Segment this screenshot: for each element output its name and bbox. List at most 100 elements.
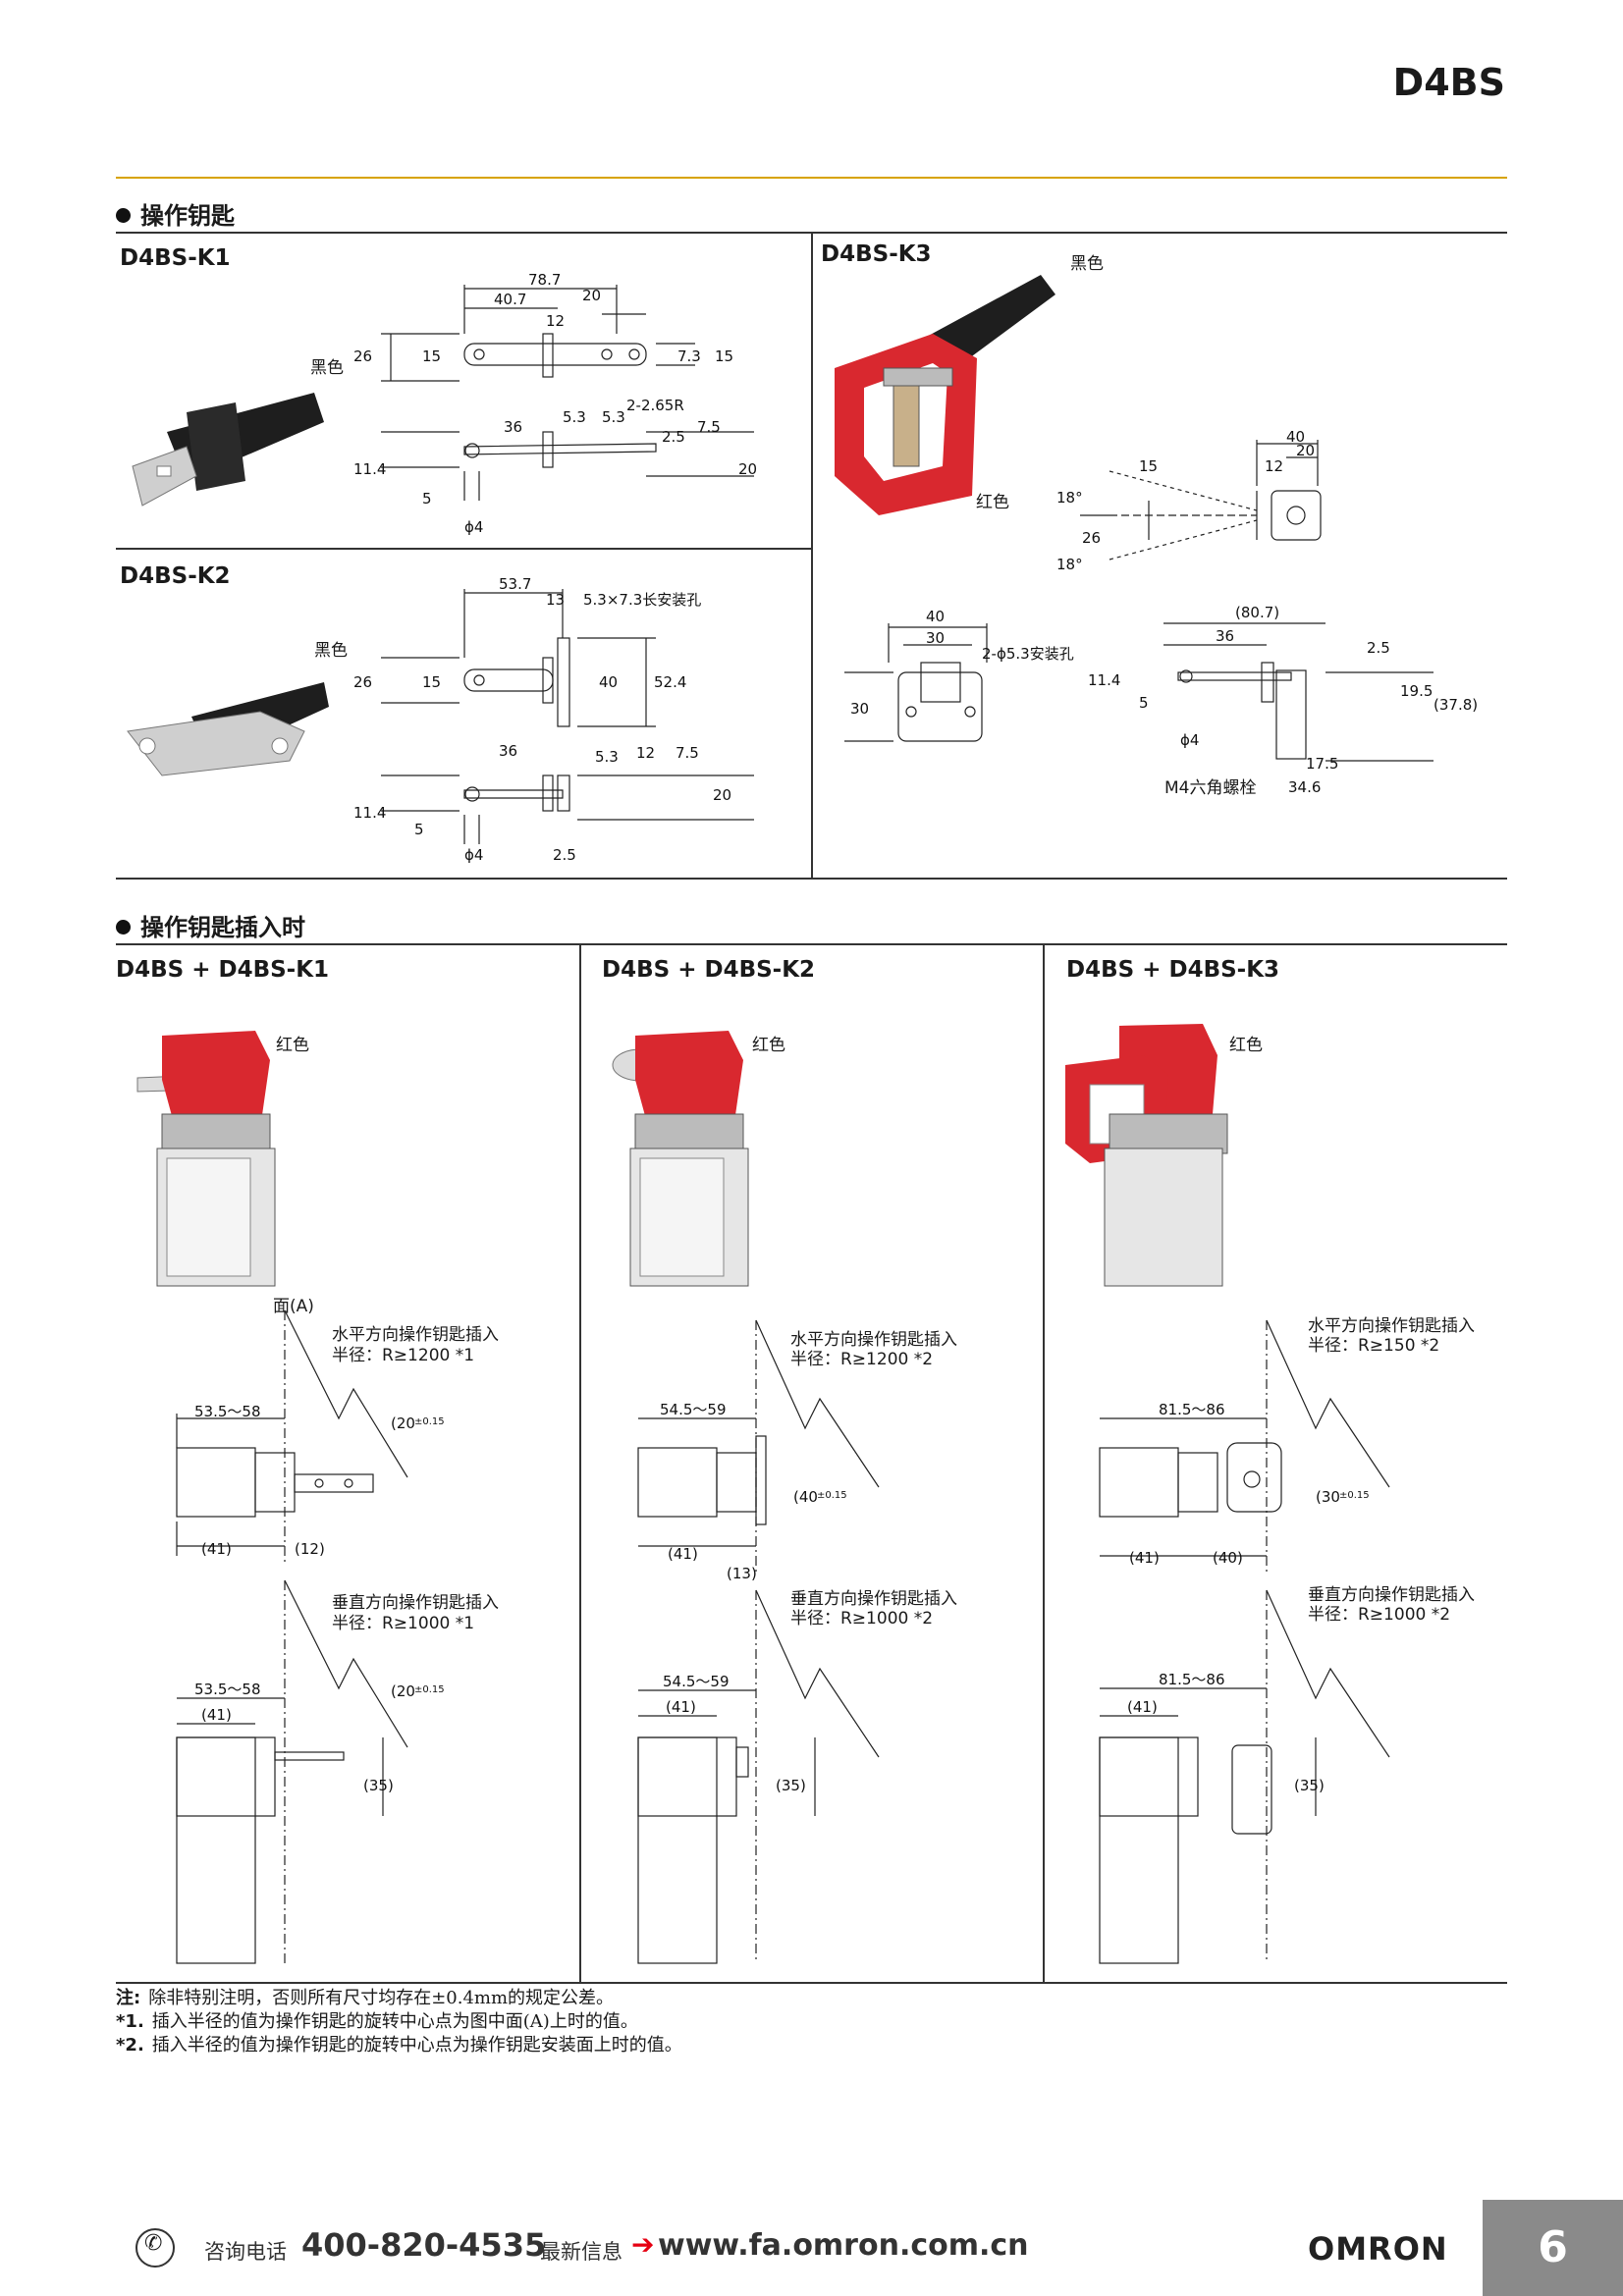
svg-text:ϕ4: ϕ4 bbox=[1180, 731, 1199, 749]
svg-text:11.4: 11.4 bbox=[1088, 671, 1120, 689]
svg-text:17.5: 17.5 bbox=[1306, 755, 1338, 773]
svg-text:20: 20 bbox=[1296, 442, 1315, 459]
col1-v-radius: 半径：R≥1000 *1 bbox=[332, 1614, 475, 1633]
k3-bolt-label: M4六角螺栓 bbox=[1164, 778, 1257, 798]
col2-h-drawing: 54.5～59 (40 ±0.15 (41) (13) bbox=[637, 1319, 880, 1582]
svg-text:7.5: 7.5 bbox=[697, 418, 721, 436]
svg-text:36: 36 bbox=[1216, 627, 1234, 645]
col1-color-label: 红色 bbox=[276, 1036, 309, 1055]
column-divider bbox=[1043, 943, 1045, 1982]
svg-text:7.3: 7.3 bbox=[677, 347, 701, 365]
svg-text:2-ϕ5.3安装孔: 2-ϕ5.3安装孔 bbox=[982, 645, 1074, 663]
col3-h-drawing: 81.5～86 (30 ±0.15 (41) (40) bbox=[1099, 1319, 1390, 1575]
col2-v-radius: 半径：R≥1000 *2 bbox=[790, 1609, 934, 1629]
svg-text:18°: 18° bbox=[1056, 556, 1083, 573]
svg-text:ϕ4: ϕ4 bbox=[464, 846, 483, 864]
arrow-right-icon: ➔ bbox=[631, 2228, 655, 2261]
col1-h-title: 水平方向操作钥匙插入 bbox=[332, 1325, 499, 1345]
k2-photo bbox=[127, 682, 329, 776]
svg-text:15: 15 bbox=[715, 347, 733, 365]
svg-text:(41): (41) bbox=[201, 1706, 232, 1724]
svg-text:15: 15 bbox=[422, 347, 441, 365]
footer-url-link[interactable]: www.fa.omron.com.cn bbox=[658, 2228, 1029, 2263]
svg-text:52.4: 52.4 bbox=[654, 673, 686, 691]
svg-text:54.5～59: 54.5～59 bbox=[663, 1673, 730, 1690]
section-heading-inserted: 操作钥匙插入时 bbox=[116, 908, 305, 942]
k3-color-label-black: 黑色 bbox=[1070, 254, 1104, 274]
k1-title: D4BS-K1 bbox=[120, 245, 231, 271]
svg-text:11.4: 11.4 bbox=[353, 804, 386, 822]
col2-h-title: 水平方向操作钥匙插入 bbox=[790, 1330, 957, 1350]
col3-switch-photo bbox=[1065, 1024, 1228, 1287]
k1-drawing: 78.7 40.7 20 12 26 15 7.3 15 5.3 5.3 2-2… bbox=[353, 271, 757, 536]
col1-v-drawing: 53.5～58 (41) (20 ±0.15 (35) bbox=[176, 1579, 445, 1964]
svg-text:5.3: 5.3 bbox=[595, 748, 619, 766]
k3-bottom-drawing: 40 30 2-ϕ5.3安装孔 30 (80.7) 36 2.5 11.4 5 … bbox=[844, 604, 1478, 796]
note-general: 注:除非特别注明，否则所有尺寸均存在±0.4mm的规定公差。 bbox=[116, 1988, 615, 2008]
svg-text:(13): (13) bbox=[727, 1565, 757, 1582]
col2-v-title: 垂直方向操作钥匙插入 bbox=[790, 1589, 957, 1609]
svg-text:2-2.65R: 2-2.65R bbox=[626, 397, 684, 414]
section-rule bbox=[116, 1982, 1507, 1984]
svg-text:26: 26 bbox=[353, 347, 372, 365]
omron-logo: OMRON bbox=[1308, 2230, 1448, 2268]
svg-text:53.5～58: 53.5～58 bbox=[194, 1681, 261, 1698]
col1-h-drawing: 53.5～58 (20 ±0.15 (41) (12) bbox=[176, 1309, 445, 1566]
svg-text:30: 30 bbox=[850, 700, 869, 718]
svg-text:(12): (12) bbox=[295, 1540, 325, 1558]
col3-color-label: 红色 bbox=[1229, 1036, 1263, 1055]
svg-text:(41): (41) bbox=[1129, 1549, 1160, 1567]
svg-text:81.5～86: 81.5～86 bbox=[1159, 1401, 1225, 1418]
svg-text:5: 5 bbox=[1139, 694, 1149, 712]
col2-switch-photo bbox=[612, 1031, 749, 1287]
svg-text:81.5～86: 81.5～86 bbox=[1159, 1671, 1225, 1688]
svg-text:12: 12 bbox=[636, 744, 655, 762]
k2-title: D4BS-K2 bbox=[120, 563, 231, 589]
k1-color-label: 黑色 bbox=[310, 358, 344, 378]
svg-text:12: 12 bbox=[546, 312, 565, 330]
svg-text:(30: (30 bbox=[1316, 1488, 1340, 1506]
col1-v-title: 垂直方向操作钥匙插入 bbox=[332, 1593, 499, 1613]
svg-text:40: 40 bbox=[926, 608, 945, 625]
svg-text:(41): (41) bbox=[201, 1540, 232, 1558]
footer-latest-label: 最新信息 bbox=[540, 2240, 622, 2264]
svg-text:26: 26 bbox=[1082, 529, 1101, 547]
svg-text:40: 40 bbox=[1286, 428, 1305, 446]
svg-text:30: 30 bbox=[926, 629, 945, 647]
svg-text:(80.7): (80.7) bbox=[1235, 604, 1279, 621]
col3-h-radius: 半径：R≥150 *2 bbox=[1308, 1336, 1440, 1356]
column-divider bbox=[579, 943, 581, 1982]
svg-text:2.5: 2.5 bbox=[553, 846, 576, 864]
col3-title: D4BS + D4BS-K3 bbox=[1066, 957, 1280, 983]
svg-text:20: 20 bbox=[713, 786, 731, 804]
svg-text:13: 13 bbox=[546, 591, 565, 609]
col1-h-radius: 半径：R≥1200 *1 bbox=[332, 1346, 475, 1365]
svg-text:±0.15: ±0.15 bbox=[414, 1684, 445, 1695]
svg-text:±0.15: ±0.15 bbox=[414, 1416, 445, 1427]
col2-color-label: 红色 bbox=[752, 1036, 785, 1055]
svg-text:(41): (41) bbox=[666, 1698, 696, 1716]
svg-text:(35): (35) bbox=[1294, 1777, 1325, 1794]
svg-text:40: 40 bbox=[599, 673, 618, 691]
svg-text:5.3: 5.3 bbox=[563, 408, 586, 426]
page-title: D4BS bbox=[1392, 61, 1505, 104]
svg-text:19.5: 19.5 bbox=[1400, 682, 1433, 700]
svg-text:53.7: 53.7 bbox=[499, 575, 531, 593]
svg-text:(35): (35) bbox=[776, 1777, 806, 1794]
svg-text:5: 5 bbox=[422, 490, 432, 507]
col3-v-title: 垂直方向操作钥匙插入 bbox=[1308, 1585, 1475, 1605]
k3-title: D4BS-K3 bbox=[821, 241, 932, 267]
footer-hotline-label: 咨询电话 bbox=[204, 2240, 287, 2264]
svg-text:(40: (40 bbox=[793, 1488, 818, 1506]
svg-text:(41): (41) bbox=[668, 1545, 698, 1563]
k1-photo bbox=[132, 393, 324, 507]
svg-text:78.7: 78.7 bbox=[528, 271, 561, 289]
note-1: *1.插入半径的值为操作钥匙的旋转中心点为图中面(A)上时的值。 bbox=[116, 2011, 638, 2032]
bullet-icon bbox=[116, 208, 131, 223]
column-divider bbox=[811, 232, 813, 878]
col3-v-radius: 半径：R≥1000 *2 bbox=[1308, 1605, 1451, 1625]
svg-text:7.5: 7.5 bbox=[676, 744, 699, 762]
k2-color-label: 黑色 bbox=[314, 641, 348, 661]
col1-title: D4BS + D4BS-K1 bbox=[116, 957, 330, 983]
section-heading-keys: 操作钥匙 bbox=[116, 196, 235, 231]
